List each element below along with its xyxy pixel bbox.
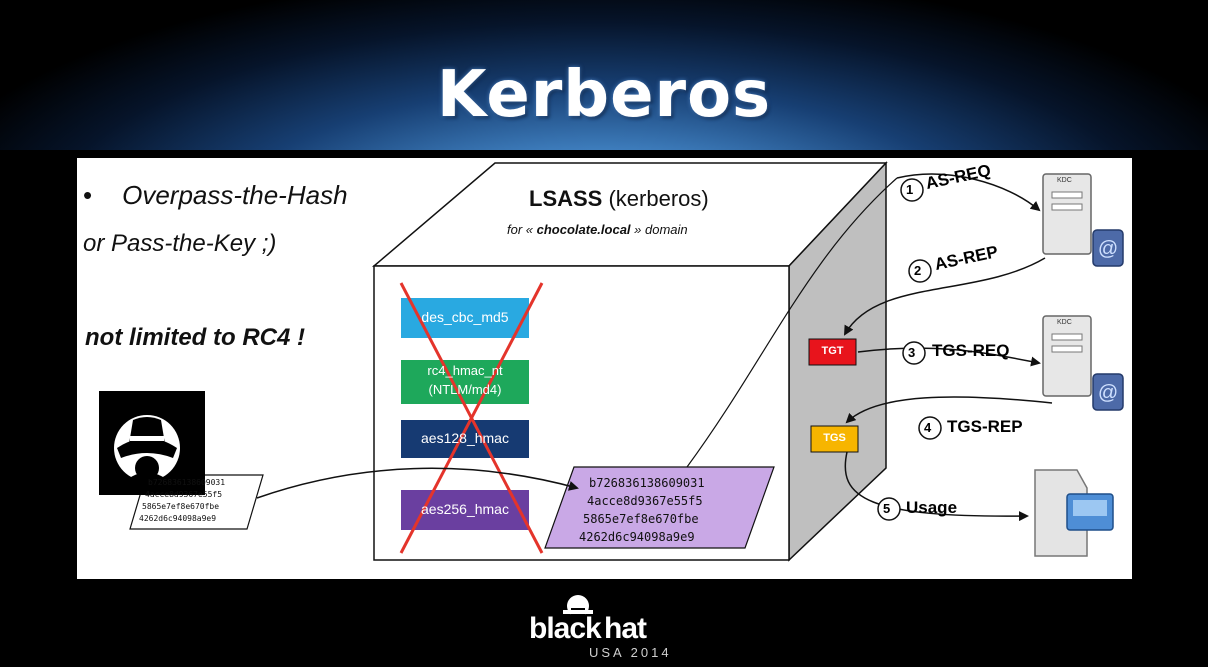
kdc-label-1: KDC [1057, 177, 1072, 184]
tgs-label: TGS [823, 432, 846, 444]
hash-small-line: b726836138609031 [148, 478, 226, 487]
key-des-box [401, 298, 529, 338]
step2-circle [908, 259, 932, 283]
hash-small-line: 5865e7ef8e670fbe [142, 502, 220, 511]
bullet-overpass: • Overpass-the-Hash [83, 180, 348, 211]
lsass-title-bold: LSASS [529, 186, 603, 211]
hash-small-line: 4262d6c94098a9e9 [139, 514, 217, 523]
step1-circle [900, 178, 924, 202]
step1-num: 1 [906, 182, 914, 197]
lsass-subtitle-post: » domain [630, 222, 688, 237]
key-rc4-label-1: rc4_hmac_nt [427, 363, 503, 378]
kdc-server-2: @ [1042, 315, 1124, 411]
tgt-ticket-box [808, 338, 857, 366]
arrow-as-rep [844, 257, 1046, 336]
hash-arrow [256, 467, 579, 499]
diagram-svg: @ @ [99, 161, 1124, 562]
step5-num: 5 [883, 501, 891, 516]
footer-brand: black hat [529, 612, 647, 645]
step5-label: Usage [906, 498, 958, 517]
step4-label: TGS-REP [947, 417, 1023, 436]
lsass-subtitle-pre: for « [507, 222, 537, 237]
key-aes128-label: aes128_hmac [421, 430, 509, 446]
svg-text:@: @ [1098, 238, 1118, 260]
key-aes128-box [401, 420, 529, 458]
arrow-tgs-req [857, 347, 1041, 367]
key-rc4-label-2: (NTLM/md4) [428, 382, 502, 397]
hacker-avatar [99, 391, 205, 495]
footer-event: USA 2014 [589, 645, 672, 660]
step3-label: TGS-REQ [932, 341, 1010, 360]
hash-box-large [544, 466, 775, 549]
kdc-server-1: @ [1042, 173, 1124, 267]
tgs-ticket-box [810, 425, 859, 453]
key-rc4-box [401, 360, 529, 404]
diagram-panel: • Overpass-the-Hash or Pass-the-Key ;) no… [77, 158, 1132, 579]
key-aes256-label: aes256_hmac [421, 501, 509, 517]
arrow-tgs-rep [845, 396, 1053, 424]
arrow-usage [844, 451, 1029, 522]
step5-circle [877, 497, 901, 521]
hash-large-line: b726836138609031 [589, 476, 705, 490]
hash-large-line: 4262d6c94098a9e9 [579, 530, 695, 544]
arrow-as-req [896, 173, 1041, 212]
hash-to-kdc-line [686, 177, 898, 468]
key-des-label: des_cbc_md5 [421, 309, 509, 325]
header-banner [0, 0, 1208, 150]
bullet1-text: Overpass-the-Hash [122, 180, 348, 210]
step3-num: 3 [908, 345, 916, 360]
hash-large-line: 5865e7ef8e670fbe [583, 512, 699, 526]
file-server [1034, 469, 1114, 557]
not-limited-note: not limited to RC4 ! [85, 324, 305, 351]
blackhat-logo: black hat USA 2014 [529, 590, 709, 660]
lsass-title-rest: (kerberos) [602, 186, 709, 211]
tgt-label: TGT [821, 345, 844, 357]
hash-large-text: b726836138609031 4acce8d9367e55f5 5865e7… [579, 474, 705, 546]
bullet-dot: • [83, 180, 93, 210]
lsass-subtitle: for « chocolate.local » domain [507, 222, 688, 237]
step4-circle [918, 416, 942, 440]
svg-text:@: @ [1098, 382, 1118, 404]
kdc-label-2: KDC [1057, 319, 1072, 326]
hash-large-line: 4acce8d9367e55f5 [587, 494, 703, 508]
lsass-title: LSASS (kerberos) [529, 186, 709, 212]
slide-title: Kerberos [436, 58, 772, 132]
cross-line-b [399, 282, 544, 554]
step2-num: 2 [914, 263, 922, 278]
step4-num: 4 [924, 420, 932, 435]
step3-circle [902, 341, 926, 365]
hash-small-text: b726836138609031 4acce8d9367e55f5 5865e7… [139, 477, 226, 525]
lsass-domain: chocolate.local [536, 222, 631, 237]
hash-small-line: 4acce8d9367e55f5 [145, 490, 223, 499]
bullet-pass-the-key: or Pass-the-Key ;) [83, 230, 277, 257]
